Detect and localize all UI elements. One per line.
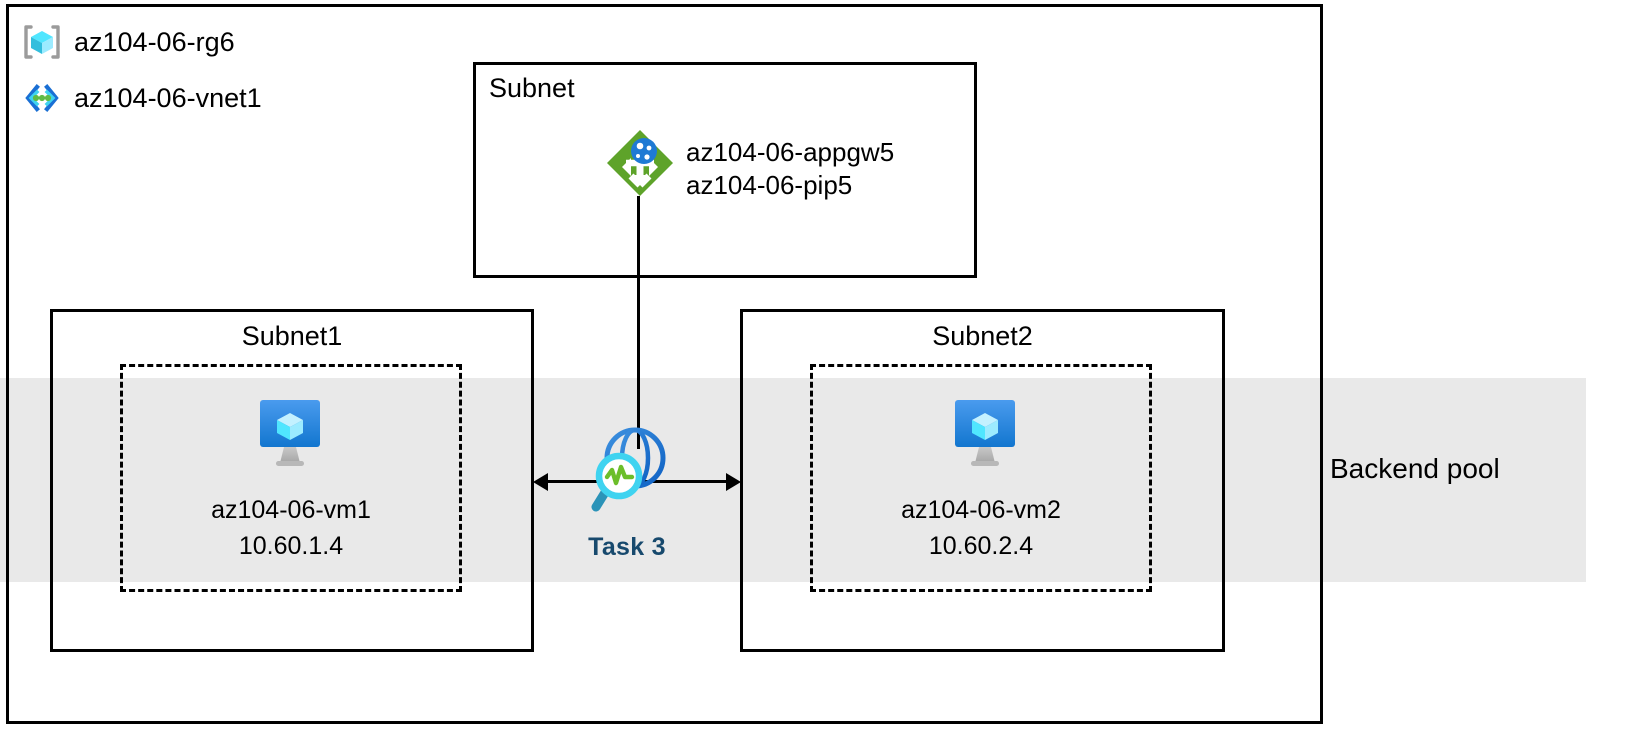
arrow-to-subnet2 bbox=[726, 473, 741, 491]
resource-group-icon bbox=[22, 22, 62, 62]
public-ip-name: az104-06-pip5 bbox=[686, 170, 853, 200]
subnet1-vm-group bbox=[120, 364, 462, 592]
legend-label-virtual-network: az104-06-vnet1 bbox=[74, 83, 262, 113]
subnet2-title: Subnet2 bbox=[932, 321, 1033, 351]
gateway-subnet-title: Subnet bbox=[489, 73, 575, 103]
subnet1-title: Subnet1 bbox=[241, 321, 343, 351]
subnet1-vm-name: az104-06-vm1 bbox=[211, 496, 371, 524]
task-3-label: Task 3 bbox=[588, 533, 666, 561]
network-watcher-icon bbox=[583, 424, 669, 520]
backend-pool-label: Backend pool bbox=[1330, 453, 1500, 484]
gateway-to-watcher-connector bbox=[637, 196, 640, 449]
subnet2-box bbox=[740, 309, 1225, 652]
virtual-machine-icon bbox=[254, 397, 326, 471]
subnet2-vm-name: az104-06-vm2 bbox=[901, 496, 1061, 524]
arrow-to-subnet1 bbox=[533, 473, 548, 491]
application-gateway-icon bbox=[604, 127, 676, 199]
subnet1-box bbox=[50, 309, 534, 652]
subnet2-vm-group bbox=[810, 364, 1152, 592]
resource-group-boundary bbox=[6, 4, 1323, 724]
gateway-subnet-box bbox=[473, 62, 977, 278]
legend-label-resource-group: az104-06-rg6 bbox=[74, 27, 235, 57]
subnet1-vm-ip: 10.60.1.4 bbox=[238, 532, 344, 560]
legend-item-resource-group: az104-06-rg6 bbox=[22, 22, 235, 62]
watcher-to-subnet2-line bbox=[637, 480, 727, 483]
subnet2-vm-ip: 10.60.2.4 bbox=[928, 532, 1034, 560]
virtual-machine-icon bbox=[949, 397, 1021, 471]
watcher-to-subnet1-line bbox=[548, 480, 640, 483]
application-gateway-name: az104-06-appgw5 bbox=[686, 137, 895, 167]
virtual-network-icon bbox=[22, 78, 62, 118]
legend-item-virtual-network: az104-06-vnet1 bbox=[22, 78, 262, 118]
